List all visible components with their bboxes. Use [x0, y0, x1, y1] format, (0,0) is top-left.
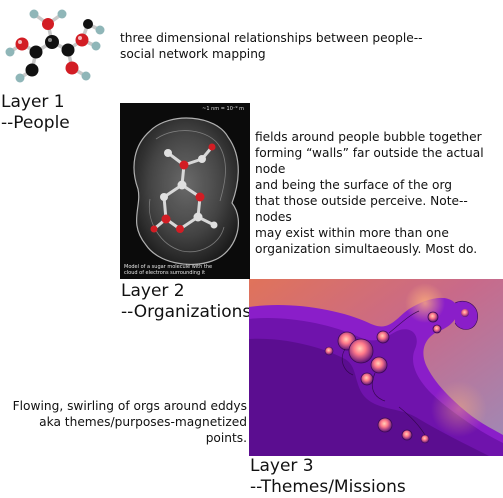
- electron-cloud-molecule-image: [120, 103, 250, 279]
- layer3-image: [249, 279, 503, 456]
- molecule-ball-stick-image: [0, 0, 112, 90]
- layer3-description: Flowing, swirling of orgs around eddys a…: [12, 399, 247, 445]
- layer2-image: ~1 nm = 10⁻⁹ m Model of a sugar molecule…: [120, 103, 250, 279]
- layer2-description: fields around people bubble together for…: [255, 130, 484, 256]
- layer1-image: [0, 0, 112, 90]
- layer2-label: Layer 2 --Organizations: [121, 281, 252, 322]
- fractal-image: [249, 279, 503, 456]
- layer1-label: Layer 1 --People: [1, 92, 70, 133]
- image-scale: ~1 nm = 10⁻⁹ m: [202, 106, 244, 112]
- image-caption: Model of a sugar molecule with the cloud…: [124, 264, 213, 276]
- layer1-description: three dimensional relationships between …: [120, 31, 423, 61]
- layer3-label: Layer 3 --Themes/Missions: [250, 456, 406, 497]
